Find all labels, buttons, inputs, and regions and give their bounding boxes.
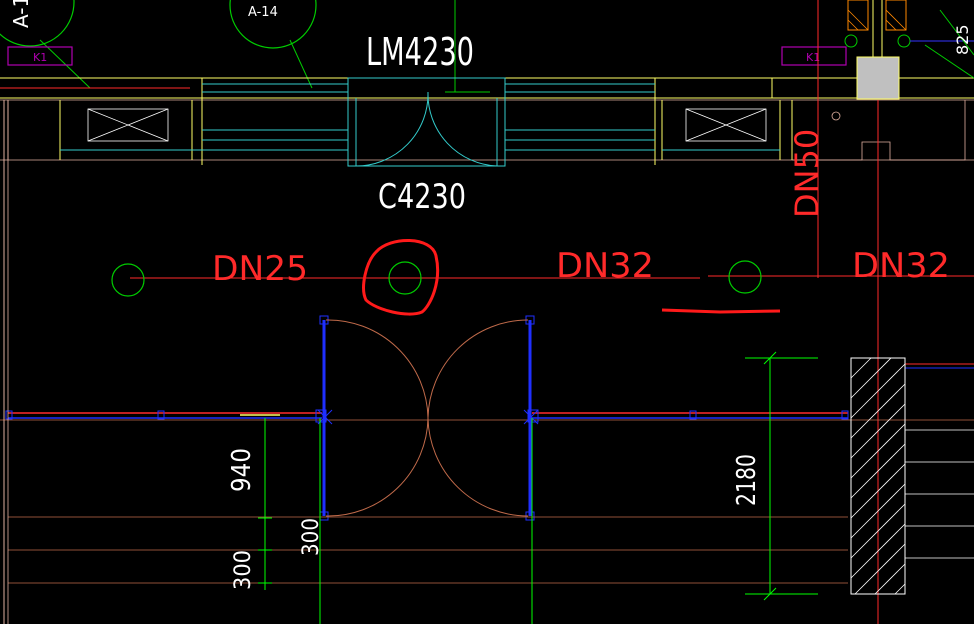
pipe-label-dn50: DN50 (788, 129, 826, 218)
hatched-column (850, 357, 906, 595)
riser-detail: 825 (792, 0, 974, 161)
svg-text:K1: K1 (806, 51, 820, 64)
entrance-door (347, 77, 506, 167)
floor-drain (388, 261, 422, 295)
door-code-top: LM4230 (366, 30, 474, 74)
window-glass-right (505, 83, 780, 151)
axis-label-top: A-14 (248, 5, 278, 20)
tag-k1-right: K1 (781, 46, 847, 66)
markup-circle (362, 239, 439, 316)
double-door (315, 315, 539, 521)
svg-text:K1: K1 (33, 51, 47, 64)
leader-line (39, 39, 91, 89)
markup-underline (661, 308, 781, 314)
axis-label-left: A-14 (9, 0, 33, 28)
dim-825: 825 (953, 24, 972, 55)
window-glass-left (60, 83, 348, 151)
column-right (685, 108, 767, 142)
pipe-label-dn32-right: DN32 (852, 246, 950, 286)
dim-300-a: 300 (299, 518, 324, 556)
pipe-run (130, 275, 974, 279)
floor-drain (728, 260, 762, 294)
exterior-wall (0, 77, 974, 165)
tag-k1-left: K1 (7, 46, 73, 66)
dim-940: 940 (227, 448, 257, 492)
column-left (87, 108, 169, 142)
dim-300-b: 300 (231, 550, 256, 590)
stair-treads (8, 363, 974, 584)
leader-line (289, 39, 313, 89)
pipe-label-dn25: DN25 (212, 249, 308, 289)
axis-bubble-left: A-14 (0, 0, 75, 47)
axis-bubble-top: A-14 (229, 0, 317, 49)
dimension-lines (258, 351, 818, 624)
dim-2180: 2180 (732, 454, 762, 506)
pipe-label-dn32-mid: DN32 (556, 246, 654, 286)
window-code: C4230 (378, 177, 466, 217)
partition-wall (0, 410, 974, 421)
floor-drain (111, 263, 145, 297)
